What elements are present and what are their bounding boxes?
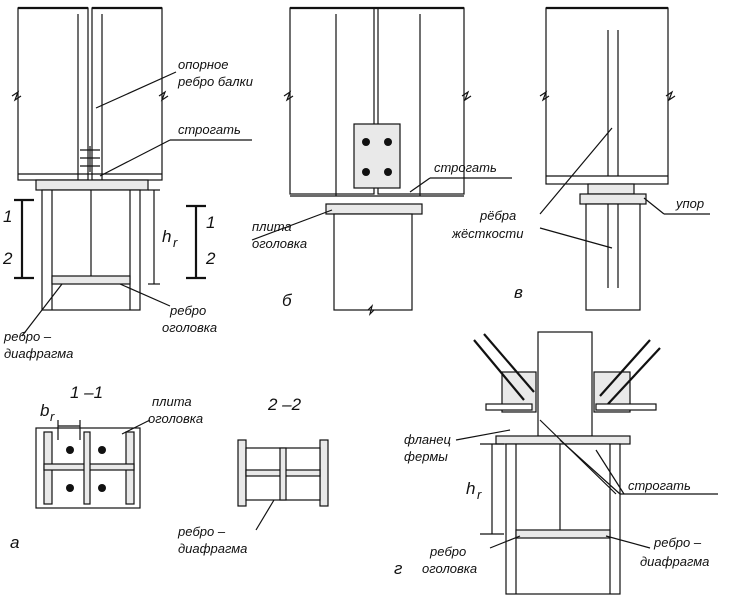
- label-head-rib-g-2: оголовка: [422, 561, 477, 576]
- label-rib-diaphragm-a-1: ребро –: [3, 329, 52, 344]
- cap-plate-v: [579, 193, 647, 205]
- section-2-2-view: [237, 439, 329, 531]
- column-v: [585, 203, 641, 311]
- label-plane-a: строгать: [178, 122, 241, 137]
- label-plane-g: строгать: [628, 478, 691, 493]
- label-rib-diaphragm-g-1: ребро –: [653, 535, 702, 550]
- label-truss-flange-2: фермы: [404, 449, 448, 464]
- label-rib-diaphragm-22-2: диафрагма: [178, 541, 247, 556]
- letter-b: б: [282, 291, 293, 310]
- label-plane-b: строгать: [434, 160, 497, 175]
- label-head-rib-g-1: ребро: [429, 544, 466, 559]
- label-cap-plate-11-1: плита: [152, 394, 192, 409]
- detail-b-bolted-support: [251, 6, 512, 316]
- detail-v-stop-support: [539, 6, 710, 311]
- label-support-rib-1: опорное: [178, 57, 228, 72]
- section-marker-left: [14, 198, 34, 280]
- cap-plate-a: [35, 179, 149, 191]
- letter-v: в: [514, 283, 523, 302]
- section-1r-label: 1: [206, 213, 215, 232]
- leader-support-rib: [95, 71, 177, 109]
- label-br-sub: r: [50, 409, 55, 424]
- label-rib-diaphragm-22-1: ребро –: [177, 524, 226, 539]
- column-b: [333, 213, 413, 311]
- label-rib-diaphragm-a-2: диафрагма: [4, 346, 73, 361]
- section-1-1-view: [35, 419, 151, 509]
- label-truss-flange-1: фланец: [404, 432, 451, 447]
- label-cap-plate-11-2: оголовка: [148, 411, 203, 426]
- cap-plate-b: [325, 203, 423, 215]
- label-rib-diaphragm-g-2: диафрагма: [640, 554, 709, 569]
- bolt-group-a: [80, 146, 100, 172]
- stop-block-v: [587, 183, 635, 195]
- label-hr-g-sub: r: [477, 487, 482, 502]
- section-1-label: 1: [3, 207, 12, 226]
- section-22-title: 2 –2: [267, 395, 302, 414]
- diaphragm-a: [51, 275, 131, 285]
- label-hr-a-sub: r: [173, 235, 178, 250]
- lower-column-g: [505, 443, 621, 595]
- letter-a: а: [10, 533, 19, 552]
- label-stiffeners-v-1: рёбра: [479, 208, 516, 223]
- section-marker-right: [186, 204, 206, 280]
- label-stop-v: упор: [675, 196, 704, 211]
- label-support-rib-2: ребро балки: [177, 74, 253, 89]
- section-2r-label: 2: [205, 249, 216, 268]
- label-cap-plate-b-1: плита: [252, 219, 292, 234]
- label-hr-a: h: [162, 227, 171, 246]
- label-head-rib-a-2: оголовка: [162, 320, 217, 335]
- splice-plate-b: [353, 123, 401, 189]
- detail-a-beam-support: [11, 6, 252, 337]
- label-head-rib-a-1: ребро: [169, 303, 206, 318]
- beam-v: [545, 7, 669, 185]
- label-stiffeners-v-2: жёсткости: [451, 226, 523, 241]
- label-cap-plate-b-2: оголовка: [252, 236, 307, 251]
- detail-g-truss-support: [455, 331, 718, 595]
- section-11-title: 1 –1: [70, 383, 103, 402]
- label-hr-g: h: [466, 479, 475, 498]
- letter-g: г: [394, 559, 402, 578]
- beam-left-a: [17, 7, 89, 181]
- upper-column-g: [537, 331, 593, 437]
- section-2-label: 2: [2, 249, 13, 268]
- label-br: b: [40, 401, 49, 420]
